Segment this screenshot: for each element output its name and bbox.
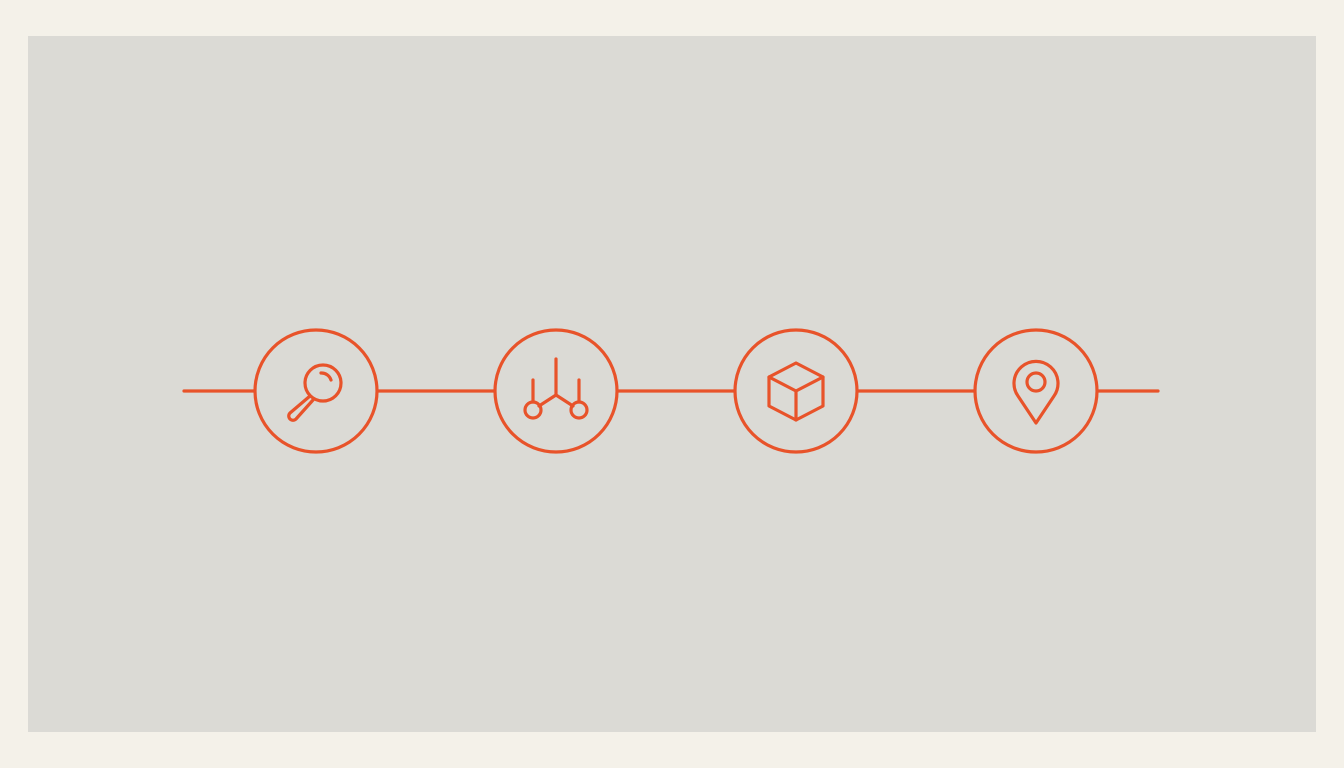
step-node-package [733, 328, 859, 454]
package-box-icon [767, 361, 825, 422]
step-circle [973, 328, 1099, 454]
step-node-branch [493, 328, 619, 454]
diagram-panel [28, 36, 1316, 732]
step-circle [253, 328, 379, 454]
branching-connector-icon [523, 357, 589, 420]
step-circle [733, 328, 859, 454]
step-node-search [253, 328, 379, 454]
step-circle [493, 328, 619, 454]
step-node-location [973, 328, 1099, 454]
location-pin-icon [1012, 359, 1060, 425]
magnifying-glass-icon [287, 363, 343, 422]
